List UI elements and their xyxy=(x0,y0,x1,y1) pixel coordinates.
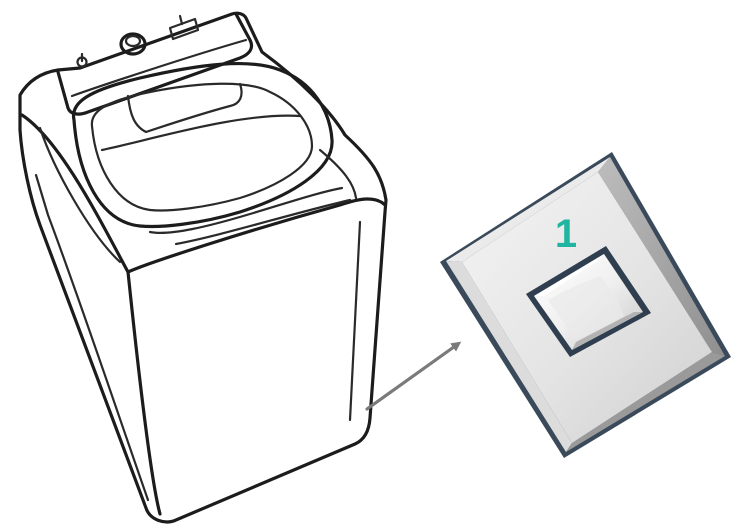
lid-front-lip-lower xyxy=(174,198,352,246)
washer-outline xyxy=(18,11,388,524)
body-left-side xyxy=(34,173,150,502)
tub-inner-ledge xyxy=(126,82,243,134)
callout-panel: 1 xyxy=(440,152,731,458)
tub-inner-shelf xyxy=(100,114,302,152)
display-icon xyxy=(168,14,200,41)
body-right-side xyxy=(348,220,362,422)
pointer-arrow xyxy=(365,341,462,411)
power-icon xyxy=(76,52,88,68)
washing-machine-illustration xyxy=(18,11,388,524)
lid-apron xyxy=(38,126,122,264)
knob-icon xyxy=(119,32,147,56)
tub-rim-inner xyxy=(90,82,314,212)
tub-rim-outer xyxy=(71,61,334,229)
body-front-corner xyxy=(126,270,162,516)
control-panel-lower-edge xyxy=(70,38,248,98)
control-panel xyxy=(56,12,254,116)
panel-bevel-light xyxy=(446,157,610,262)
body-top-edge xyxy=(20,113,387,274)
callout-number: 1 xyxy=(555,212,577,256)
panel-bevel-dark xyxy=(598,157,725,356)
lid-apron-right xyxy=(318,148,358,200)
lid-front-lip xyxy=(148,186,344,234)
